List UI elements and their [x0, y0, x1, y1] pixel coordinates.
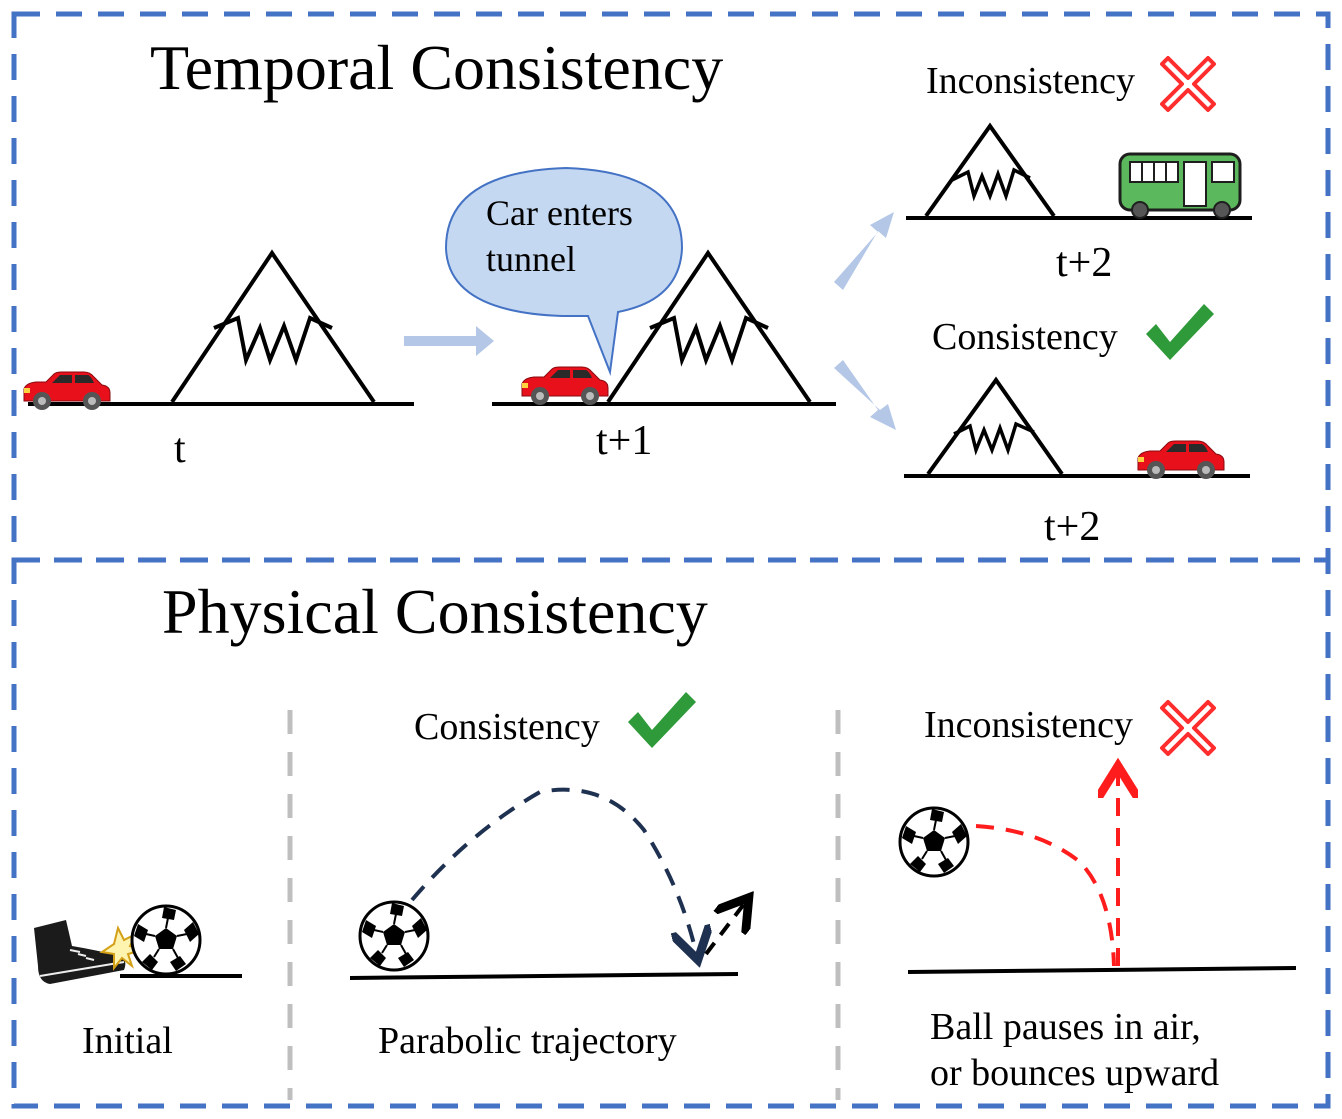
- panel-initial: [34, 904, 242, 984]
- label-t2-bottom: t+2: [1044, 504, 1101, 550]
- cross-icon: [1160, 56, 1216, 112]
- parabolic-label: Parabolic trajectory: [378, 1020, 677, 1062]
- scene-t: [23, 249, 414, 411]
- check-icon: [1146, 304, 1214, 360]
- temporal-frame: [11, 11, 1331, 563]
- bounce-arrow: [704, 904, 744, 956]
- scene-t2-inconsistent: [906, 56, 1252, 220]
- arrow-up-right-icon: [834, 212, 894, 290]
- car-icon: [521, 366, 609, 406]
- soccer-ball-icon: [130, 904, 202, 976]
- scene-t1: [492, 249, 836, 406]
- physical-frame: [11, 557, 1331, 1109]
- label-t: t: [174, 426, 186, 472]
- physical-inconsistency-label: Inconsistency: [924, 704, 1133, 746]
- temporal-title: Temporal Consistency: [150, 32, 724, 103]
- wrong-label-line2: or bounces upward: [930, 1052, 1220, 1094]
- car-icon: [1137, 440, 1225, 480]
- label-t1: t+1: [596, 418, 653, 464]
- arrow-down-right-icon: [834, 360, 896, 430]
- physical-consistency-label: Consistency: [414, 706, 600, 748]
- label-t2-top: t+2: [1056, 240, 1113, 286]
- shoe-icon: [34, 920, 126, 984]
- wrong-label-line1: Ball pauses in air,: [930, 1006, 1201, 1048]
- physical-title: Physical Consistency: [162, 576, 708, 647]
- bus-icon: [1118, 152, 1242, 219]
- check-icon: [628, 692, 696, 748]
- consistency-label: Consistency: [932, 316, 1118, 358]
- panel-parabolic: [349, 692, 744, 980]
- initial-label: Initial: [82, 1020, 173, 1062]
- scene-t2-consistent: [904, 304, 1250, 480]
- soccer-ball-icon: [898, 806, 970, 878]
- bubble-text: Car enters tunnel: [486, 193, 633, 279]
- arrow-right-icon: [404, 326, 494, 356]
- soccer-ball-icon: [358, 900, 430, 972]
- inconsistency-label: Inconsistency: [926, 60, 1135, 102]
- wrong-trajectory: [975, 824, 1116, 967]
- panel-inconsistent: [898, 700, 1297, 974]
- cross-icon: [1160, 700, 1216, 756]
- speech-bubble: [444, 166, 684, 376]
- trajectory-arc: [410, 787, 696, 952]
